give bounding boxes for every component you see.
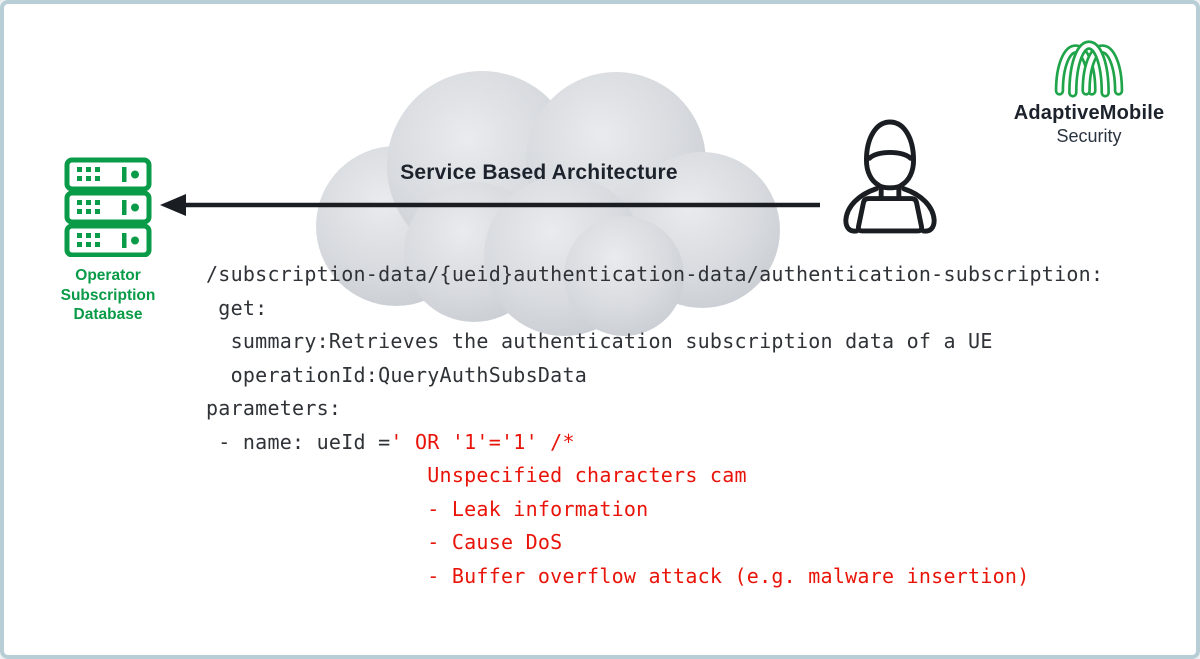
logo-company-name: AdaptiveMobile [1013,102,1165,124]
hacker-laptop-icon [843,119,937,234]
code-line: - name: ueId =' OR '1'='1' /* [206,426,1103,460]
code-block: /subscription-data/{ueid}authentication-… [206,258,1103,593]
code-line: operationId:QueryAuthSubsData [206,359,1103,393]
code-attack-segment: - Leak information [206,496,649,521]
server-rack-icon [64,157,152,257]
code-segment: - name: ueId = [206,429,391,454]
code-segment: /subscription-data/{ueid}authentication-… [206,262,1104,286]
code-line: summary:Retrieves the authentication sub… [206,325,1103,359]
attack-arrow-icon [160,194,820,216]
code-line: - Leak information [206,493,1103,527]
brand-logo: AdaptiveMobile Security [1004,38,1174,147]
database-label: Operator Subscription Database [60,267,156,323]
code-line: /subscription-data/{ueid}authentication-… [206,258,1103,292]
code-attack-segment: - Cause DoS [206,530,563,555]
code-line: parameters: [206,392,1103,426]
code-segment: operationId:QueryAuthSubsData [206,362,588,387]
code-segment: summary:Retrieves the authentication sub… [206,329,993,354]
logo-division-name: Security [1056,126,1122,146]
adaptivemobile-logo-icon [1054,40,1124,98]
code-line: - Buffer overflow attack (e.g. malware i… [206,560,1103,594]
code-segment: get: [206,295,268,320]
code-line: - Cause DoS [206,526,1103,560]
code-attack-segment: ' OR '1'='1' /* [390,429,575,454]
code-segment: parameters: [206,396,342,421]
code-line: get: [206,292,1103,326]
code-attack-segment: - Buffer overflow attack (e.g. malware i… [206,563,1030,588]
code-line: Unspecified characters cam [206,459,1103,493]
code-attack-segment: Unspecified characters cam [206,463,747,488]
service-based-architecture-title: Service Based Architecture [400,161,678,184]
